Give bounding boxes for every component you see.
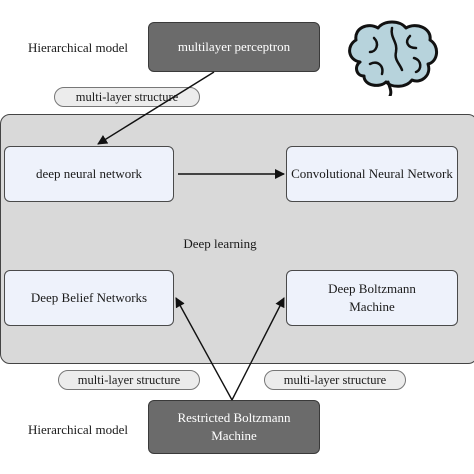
bottom-hierarchical-model-label: Hierarchical model xyxy=(28,422,128,437)
arrow-rbm-to-dbn xyxy=(175,297,233,401)
deep-belief-networks-box: Deep Belief Networks xyxy=(4,270,174,326)
top-hierarchical-model-label: Hierarchical model xyxy=(28,40,128,55)
top-multi-layer-structure-tag: multi-layer structure xyxy=(54,87,200,107)
deep-boltzmann-machine-box: Deep Boltzmann Machine xyxy=(286,270,458,326)
deep-neural-network-box: deep neural network xyxy=(4,146,174,202)
multilayer-perceptron-box: multilayer perceptron xyxy=(148,22,320,72)
arrow-rbm-to-dbm xyxy=(231,297,285,401)
arrow-mlp-to-dnn xyxy=(97,71,215,145)
bottom-right-multi-layer-structure-tag: multi-layer structure xyxy=(264,370,406,390)
restricted-boltzmann-machine-box: Restricted Boltzmann Machine xyxy=(148,400,320,454)
convolutional-neural-network-box: Convolutional Neural Network xyxy=(286,146,458,202)
bottom-left-multi-layer-structure-tag: multi-layer structure xyxy=(58,370,200,390)
brain-icon xyxy=(348,20,438,96)
deep-learning-label: Deep learning xyxy=(183,236,257,251)
